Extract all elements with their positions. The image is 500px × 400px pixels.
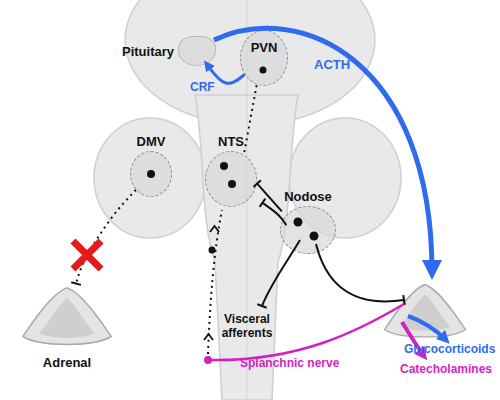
node-label: Adrenal — [18, 355, 116, 370]
hormone-label: Glucocorticoids — [404, 342, 495, 356]
node-label: PVN — [241, 40, 287, 55]
glucocorticoid-arrow — [408, 316, 446, 340]
left-lobe — [94, 118, 206, 238]
splanchnic-soma — [204, 356, 212, 364]
hormone-label: ACTH — [314, 58, 350, 72]
adrenal-medulla — [400, 294, 450, 330]
hormone-label: Catecholamines — [400, 362, 492, 376]
adrenal-gland: Adrenal — [18, 283, 116, 351]
adrenal-medulla — [40, 299, 95, 338]
neuron-soma — [260, 67, 267, 74]
blocked-cross — [73, 241, 101, 269]
pvn-nucleus: PVN — [240, 30, 288, 86]
pituitary-gland: Pituitary — [178, 36, 216, 66]
pathway-connector — [262, 203, 286, 226]
nerve-label: Splanchnic nerve — [240, 356, 339, 370]
adrenal-afferent-fiber — [316, 244, 404, 301]
neuron-soma — [228, 180, 236, 188]
cross-stroke — [73, 241, 101, 269]
neuron-soma — [147, 170, 155, 178]
node-label: NTS — [206, 134, 256, 149]
splanchnic-fiber — [208, 304, 404, 360]
node-label: Nodose — [281, 189, 335, 204]
direction-chevron — [210, 226, 219, 232]
neuron-soma — [209, 247, 216, 254]
neuron-soma — [310, 232, 319, 241]
node-label: DMV — [131, 134, 171, 149]
afferent-fiber — [262, 240, 300, 306]
brainstem — [195, 95, 298, 400]
pathway-connector — [257, 184, 282, 212]
cross-stroke — [73, 241, 101, 269]
adrenal-cortex — [23, 288, 111, 345]
cerebrum — [125, 0, 375, 125]
dmv-nucleus: DMV — [130, 151, 172, 197]
neuron-soma — [294, 218, 303, 227]
adrenal-cortex — [385, 285, 466, 337]
adrenal-outline — [18, 283, 116, 351]
pathway-connector — [76, 190, 136, 284]
nts-nucleus: NTS — [205, 151, 257, 207]
nodose-ganglion: Nodose — [280, 206, 336, 254]
edge-label: CRF — [190, 80, 215, 94]
spinal-ascending-fiber — [208, 210, 222, 354]
node-label: Pituitary — [122, 44, 174, 59]
acth-arrow — [214, 28, 432, 272]
direction-chevron — [204, 334, 213, 340]
right-adrenal-gland — [385, 285, 466, 337]
afferent-label: Visceral afferents — [212, 312, 282, 340]
pathway-connector — [244, 85, 256, 152]
neuron-soma — [220, 162, 228, 170]
